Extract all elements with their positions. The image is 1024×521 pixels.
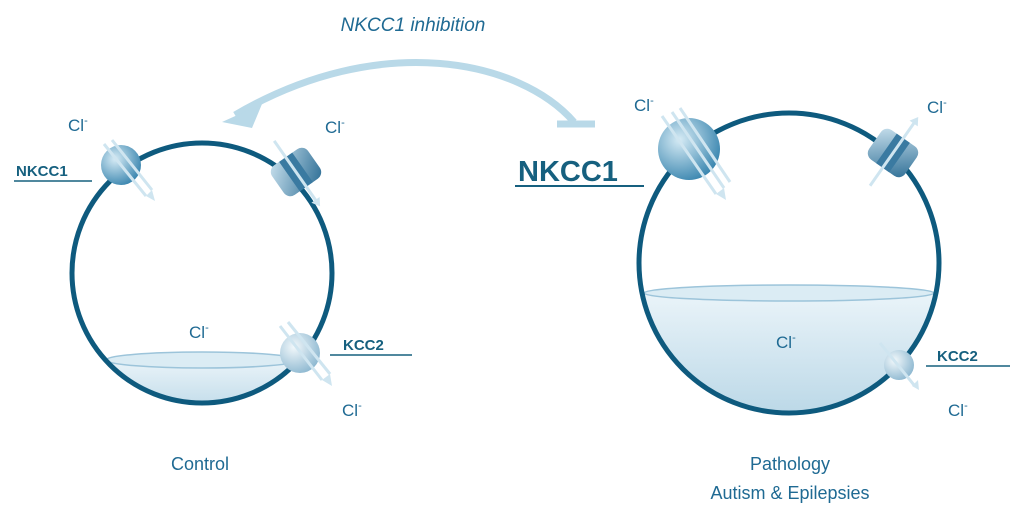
control-cell bbox=[69, 140, 335, 406]
control-kcc2-transporter bbox=[278, 321, 332, 386]
control-kcc2-label: KCC2 bbox=[343, 337, 384, 354]
control-cl-inside-label: Cl- bbox=[189, 322, 209, 342]
control-caption: Control bbox=[171, 454, 229, 474]
pathology-caption-line2: Autism & Epilepsies bbox=[710, 483, 869, 503]
pathology-cl-channel-label: Cl- bbox=[927, 97, 947, 117]
control-cl-kcc2-label: Cl- bbox=[342, 400, 362, 420]
pathology-cell-membrane bbox=[636, 110, 942, 416]
control-channel bbox=[270, 140, 322, 207]
control-cl-channel-label: Cl- bbox=[325, 117, 345, 137]
pathology-cl-nkcc1-label: Cl- bbox=[634, 95, 654, 115]
control-nkcc1-label: NKCC1 bbox=[16, 163, 68, 180]
pathology-cl-inside-label: Cl- bbox=[776, 332, 796, 352]
control-nkcc1-transporter bbox=[101, 139, 155, 201]
inhibition-label: NKCC1 inhibition bbox=[341, 15, 486, 36]
pathology-channel bbox=[867, 116, 919, 187]
pathology-kcc2-transporter bbox=[878, 342, 919, 390]
pathology-nkcc1-label: NKCC1 bbox=[518, 156, 618, 188]
pathology-kcc2-label: KCC2 bbox=[937, 348, 978, 365]
inhibition-arrow bbox=[222, 59, 595, 128]
pathology-caption-line1: Pathology bbox=[750, 454, 830, 474]
control-cell-membrane bbox=[69, 140, 335, 406]
pathology-nkcc1-transporter bbox=[658, 107, 732, 200]
control-cl-nkcc1-label: Cl- bbox=[68, 115, 88, 135]
pathology-cl-kcc2-label: Cl- bbox=[948, 400, 968, 420]
